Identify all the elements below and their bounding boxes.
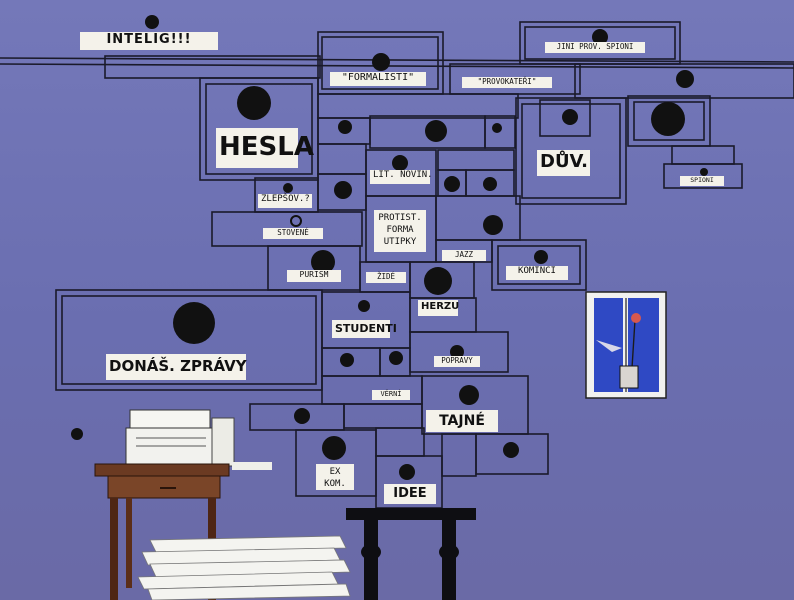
drawer <box>484 115 516 149</box>
label-protist-forma: PROTIST. FORMA UTIPKY <box>374 210 426 252</box>
drawer-inner <box>321 36 439 90</box>
knob-icon <box>145 15 159 29</box>
knob-icon <box>294 408 310 424</box>
label-formalisti: "FORMALISTI" <box>330 72 426 86</box>
drawer-inner <box>61 295 317 385</box>
label-ex-kom: EX KOM. <box>316 464 354 490</box>
label-studenti: STUDENTI <box>332 320 397 338</box>
drawer <box>475 433 549 475</box>
knob-icon <box>173 302 215 344</box>
drawer <box>627 95 711 147</box>
beam-line <box>0 63 794 69</box>
window-icon <box>585 291 667 399</box>
knob-icon <box>399 464 415 480</box>
drawer-duv <box>515 97 627 205</box>
printer-icon <box>125 409 272 470</box>
knob-icon <box>71 428 83 440</box>
drawer <box>671 145 735 165</box>
drawer-inner <box>205 83 313 175</box>
label-lit-novin: LIT. NOVIN. <box>370 170 433 184</box>
stool <box>346 508 476 600</box>
label-popravy: POPRAVY <box>434 356 480 367</box>
label-spioni: SPIONI <box>680 176 724 186</box>
knob-icon <box>358 300 370 312</box>
label-zlepsov: ZLEPŠOV.? <box>258 194 312 208</box>
knob-icon <box>424 267 452 295</box>
label-intelig: INTELIG!!! <box>80 32 218 50</box>
knob-icon <box>237 86 271 120</box>
knob-icon <box>392 155 408 171</box>
drawer <box>435 195 521 241</box>
label-idee: IDEE <box>384 484 436 504</box>
drawer <box>343 403 423 429</box>
drawer <box>574 63 794 99</box>
knob-icon <box>322 436 346 460</box>
knob-icon <box>389 351 403 365</box>
label-provokateri: "PROVOKATEŘI" <box>462 77 552 88</box>
label-duv: DŮV. <box>537 150 590 176</box>
label-purism: PURISM <box>287 270 341 282</box>
label-verni: VĚRNÍ <box>372 390 410 400</box>
knob-icon <box>372 53 390 71</box>
knob-icon <box>492 123 502 133</box>
drawer <box>491 239 587 291</box>
label-kominci: KOMINCI <box>506 266 568 280</box>
drawer-inner <box>633 101 705 141</box>
label-zide: ŽIDÉ <box>366 272 406 283</box>
label-jazz: JAZZ <box>442 250 486 261</box>
flower-icon <box>619 313 641 389</box>
drawer-inner <box>521 103 621 199</box>
knob-icon <box>700 168 708 176</box>
knob-icon <box>450 345 464 359</box>
knob-icon <box>534 250 548 264</box>
drawer <box>441 433 477 477</box>
drawer-inner <box>497 245 581 285</box>
knob-icon <box>283 183 293 193</box>
knob-icon <box>651 102 685 136</box>
knob-icon <box>340 353 354 367</box>
knob-icon <box>311 250 335 274</box>
knob-icon <box>483 177 497 191</box>
knob-icon <box>483 215 503 235</box>
drawer <box>375 427 425 457</box>
knob-icon <box>676 70 694 88</box>
knob-icon <box>290 215 302 227</box>
knob-icon <box>459 385 479 405</box>
drawer <box>663 163 743 189</box>
beam-line <box>0 57 794 63</box>
drawer <box>437 149 515 171</box>
knob-icon <box>444 176 460 192</box>
drawer <box>317 143 367 175</box>
knob-icon <box>562 109 578 125</box>
label-jini-prov-spioni: JINI PROV. SPIONI <box>545 42 645 53</box>
label-tajne: TAJNÉ <box>426 410 498 432</box>
knob-icon <box>503 442 519 458</box>
label-stovene: STOVENÉ <box>263 228 323 239</box>
drawer-inner <box>524 26 676 60</box>
knob-icon <box>338 120 352 134</box>
label-donas-zpravy: DONÁŠ. ZPRÁVY <box>106 354 247 380</box>
knob-icon <box>425 120 447 142</box>
drawer <box>539 99 591 137</box>
label-herzu: HERZU <box>418 300 459 316</box>
drawer <box>317 93 519 119</box>
knob-icon <box>592 29 608 45</box>
label-hesla: HESLA <box>216 128 314 168</box>
paper-stack-icon <box>137 535 351 600</box>
knob-icon <box>334 181 352 199</box>
